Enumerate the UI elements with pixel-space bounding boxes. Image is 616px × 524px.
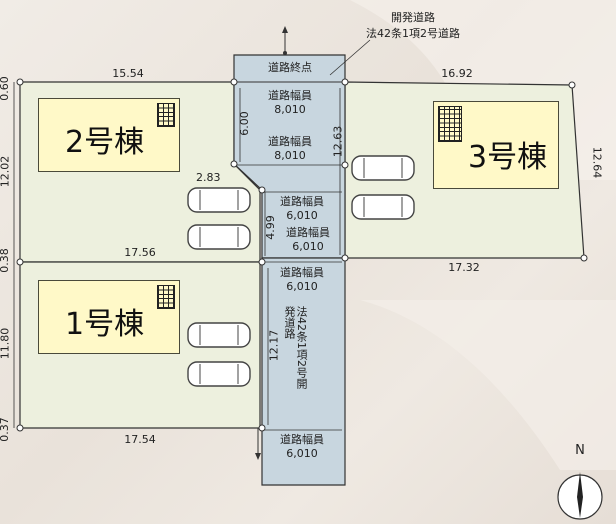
compass-icon <box>557 472 603 520</box>
dim-lot1-bottom: 17.54 <box>124 433 156 446</box>
building-1: 1号棟 <box>38 280 180 354</box>
dim-lot3-top: 16.92 <box>441 67 473 80</box>
road-width-value: 8,010 <box>274 149 306 162</box>
stair-icon <box>157 103 175 127</box>
road-width-label: 道路幅員 <box>268 89 312 102</box>
side-road-label: 法42条1項2号開発道路 <box>283 306 308 389</box>
road-width-label: 道路幅員 <box>280 195 324 208</box>
road-width-value: 6,010 <box>286 280 318 293</box>
road-width-value: 6,010 <box>286 447 318 460</box>
road-width-label: 道路幅員 <box>280 266 324 279</box>
building-3: 3号棟 <box>433 101 559 189</box>
road-width-label: 道路幅員 <box>280 433 324 446</box>
dim-road-6-00: 6.00 <box>237 111 251 136</box>
stair-icon <box>157 285 175 309</box>
building-name: 1号棟 <box>65 307 145 342</box>
dim-left-0-60: 0.60 <box>0 76 11 101</box>
road-side <box>261 257 346 486</box>
building-2: 2号棟 <box>38 98 180 172</box>
dim-lot3-side: 12.64 <box>590 146 604 179</box>
road-type-subtitle: 法42条1項2号道路 <box>366 27 460 40</box>
car-icons <box>187 155 415 387</box>
building-name: 2号棟 <box>65 125 145 160</box>
dim-road-2-83: 2.83 <box>196 171 221 184</box>
road-type-title: 開発道路 <box>391 11 435 24</box>
dim-lot1-side: 11.80 <box>0 327 12 360</box>
stair-icon <box>438 106 462 142</box>
road-width-label: 道路幅員 <box>286 226 330 239</box>
road-width-value: 8,010 <box>274 103 306 116</box>
dim-lot3-bottom: 17.32 <box>448 261 480 274</box>
dim-left-0-37: 0.37 <box>0 417 11 442</box>
road-width-label: 道路幅員 <box>268 135 312 148</box>
dim-lot2-top: 15.54 <box>112 67 144 80</box>
dim-road-4-99: 4.99 <box>263 215 277 240</box>
road-width-value: 6,010 <box>292 240 324 253</box>
road-end-label: 道路終点 <box>268 61 312 74</box>
building-name: 3号棟 <box>468 140 548 175</box>
dim-left-0-38: 0.38 <box>0 248 11 273</box>
dim-road-12-63: 12.63 <box>331 125 345 158</box>
dim-lot2-side: 12.02 <box>0 155 12 188</box>
road-width-value: 6,010 <box>286 209 318 222</box>
compass-north: N <box>575 443 585 458</box>
dim-lot2-bottom: 17.56 <box>124 246 156 259</box>
dim-road-12-17: 12.17 <box>267 329 281 362</box>
